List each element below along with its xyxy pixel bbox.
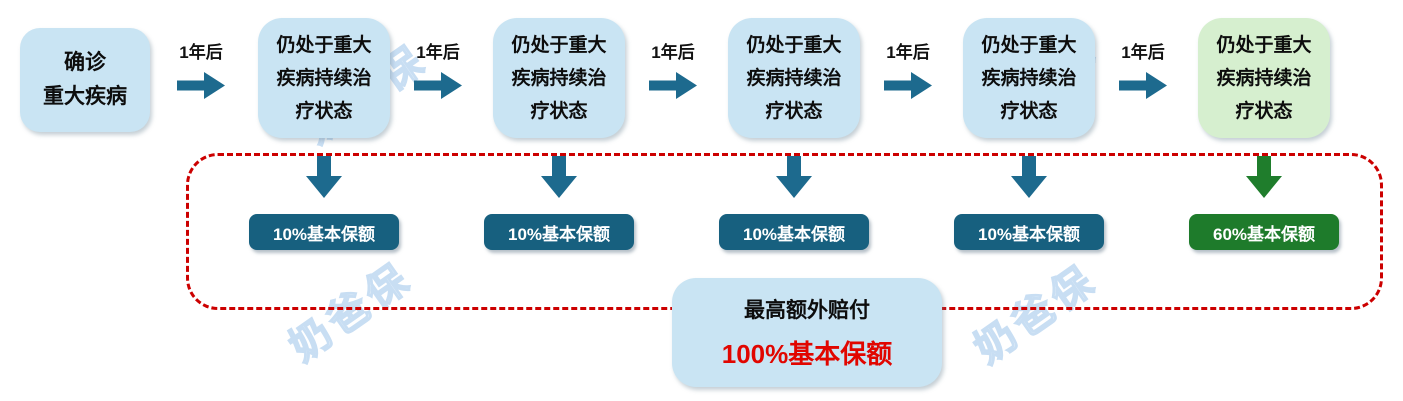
arrow-right-icon xyxy=(177,72,225,99)
interval-label: 1年后 xyxy=(1121,43,1165,62)
arrow-down-icon xyxy=(776,156,812,198)
start-box-line1: 确诊 xyxy=(64,51,106,74)
stage-box-3: 仍处于重大 疾病持续治 疗状态 xyxy=(728,18,860,138)
payout-badge-4: 10%基本保额 xyxy=(954,214,1104,250)
stage-box-2: 仍处于重大 疾病持续治 疗状态 xyxy=(493,18,625,138)
stage-line: 疗状态 xyxy=(530,100,588,122)
stage-line: 仍处于重大 xyxy=(276,34,372,56)
interval-label: 1年后 xyxy=(416,43,460,62)
stage-line: 仍处于重大 xyxy=(981,34,1077,56)
connector-year-5: 1年后 xyxy=(1105,38,1181,104)
stage-line: 疾病持续治 xyxy=(276,67,372,89)
connector-year-4: 1年后 xyxy=(870,38,946,104)
stage-box-1: 仍处于重大 疾病持续治 疗状态 xyxy=(258,18,390,138)
summary-box-max-payout: 最高额外赔付 100%基本保额 xyxy=(672,278,942,387)
stage-line: 疗状态 xyxy=(295,100,353,122)
payout-badge-2: 10%基本保额 xyxy=(484,214,634,250)
arrow-down-icon xyxy=(1011,156,1047,198)
stage-line: 疗状态 xyxy=(1000,100,1058,122)
stage-line: 疾病持续治 xyxy=(981,67,1077,89)
arrow-down-icon xyxy=(541,156,577,198)
interval-label: 1年后 xyxy=(651,43,695,62)
interval-label: 1年后 xyxy=(179,43,223,62)
arrow-down-icon xyxy=(1246,156,1282,198)
summary-value: 100%基本保额 xyxy=(721,339,893,369)
stage-line: 疗状态 xyxy=(765,100,823,122)
stage-line: 疾病持续治 xyxy=(1216,67,1312,89)
stage-line: 仍处于重大 xyxy=(746,34,842,56)
interval-label: 1年后 xyxy=(886,43,930,62)
stage-box-5-final: 仍处于重大 疾病持续治 疗状态 xyxy=(1198,18,1330,138)
stage-box-4: 仍处于重大 疾病持续治 疗状态 xyxy=(963,18,1095,138)
payout-badge-5-final: 60%基本保额 xyxy=(1189,214,1339,250)
arrow-right-icon xyxy=(884,72,932,99)
arrow-right-icon xyxy=(414,72,462,99)
arrow-right-icon xyxy=(1119,72,1167,99)
stage-line: 疾病持续治 xyxy=(746,67,842,89)
stage-line: 仍处于重大 xyxy=(511,34,607,56)
connector-year-1: 1年后 xyxy=(163,38,239,104)
summary-title: 最高额外赔付 xyxy=(744,299,870,322)
start-box-line2: 重大疾病 xyxy=(43,85,127,108)
start-box-diagnosis: 确诊 重大疾病 xyxy=(20,28,150,132)
stage-line: 仍处于重大 xyxy=(1216,34,1312,56)
connector-year-3: 1年后 xyxy=(635,38,711,104)
arrow-down-icon xyxy=(306,156,342,198)
arrow-right-icon xyxy=(649,72,697,99)
payout-badge-3: 10%基本保额 xyxy=(719,214,869,250)
stage-line: 疾病持续治 xyxy=(511,67,607,89)
stage-line: 疗状态 xyxy=(1235,100,1293,122)
connector-year-2: 1年后 xyxy=(400,38,476,104)
payout-badge-1: 10%基本保额 xyxy=(249,214,399,250)
